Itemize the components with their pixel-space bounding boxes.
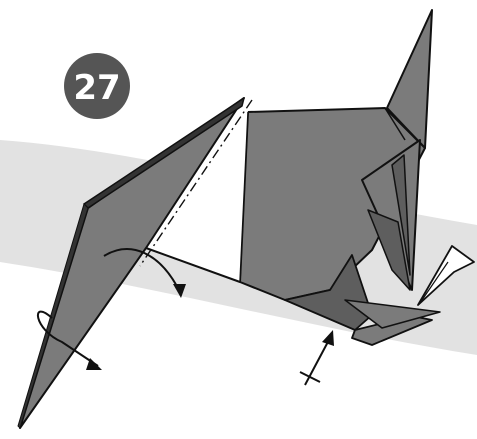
repeat-arrow-icon [299, 330, 334, 386]
loop-arrow-icon [36, 310, 102, 370]
mountain-fold-line [139, 99, 253, 267]
curved-arrow-icon [103, 248, 186, 298]
white-tail-flap [417, 245, 475, 306]
step-number: 27 [73, 68, 120, 108]
leg-dark [284, 254, 373, 331]
beak-inner-dark [391, 154, 411, 276]
step-badge: 27 [64, 53, 130, 119]
claw-upper [344, 299, 441, 329]
inner-white-gap [146, 100, 248, 282]
jaw-dark [367, 209, 411, 291]
